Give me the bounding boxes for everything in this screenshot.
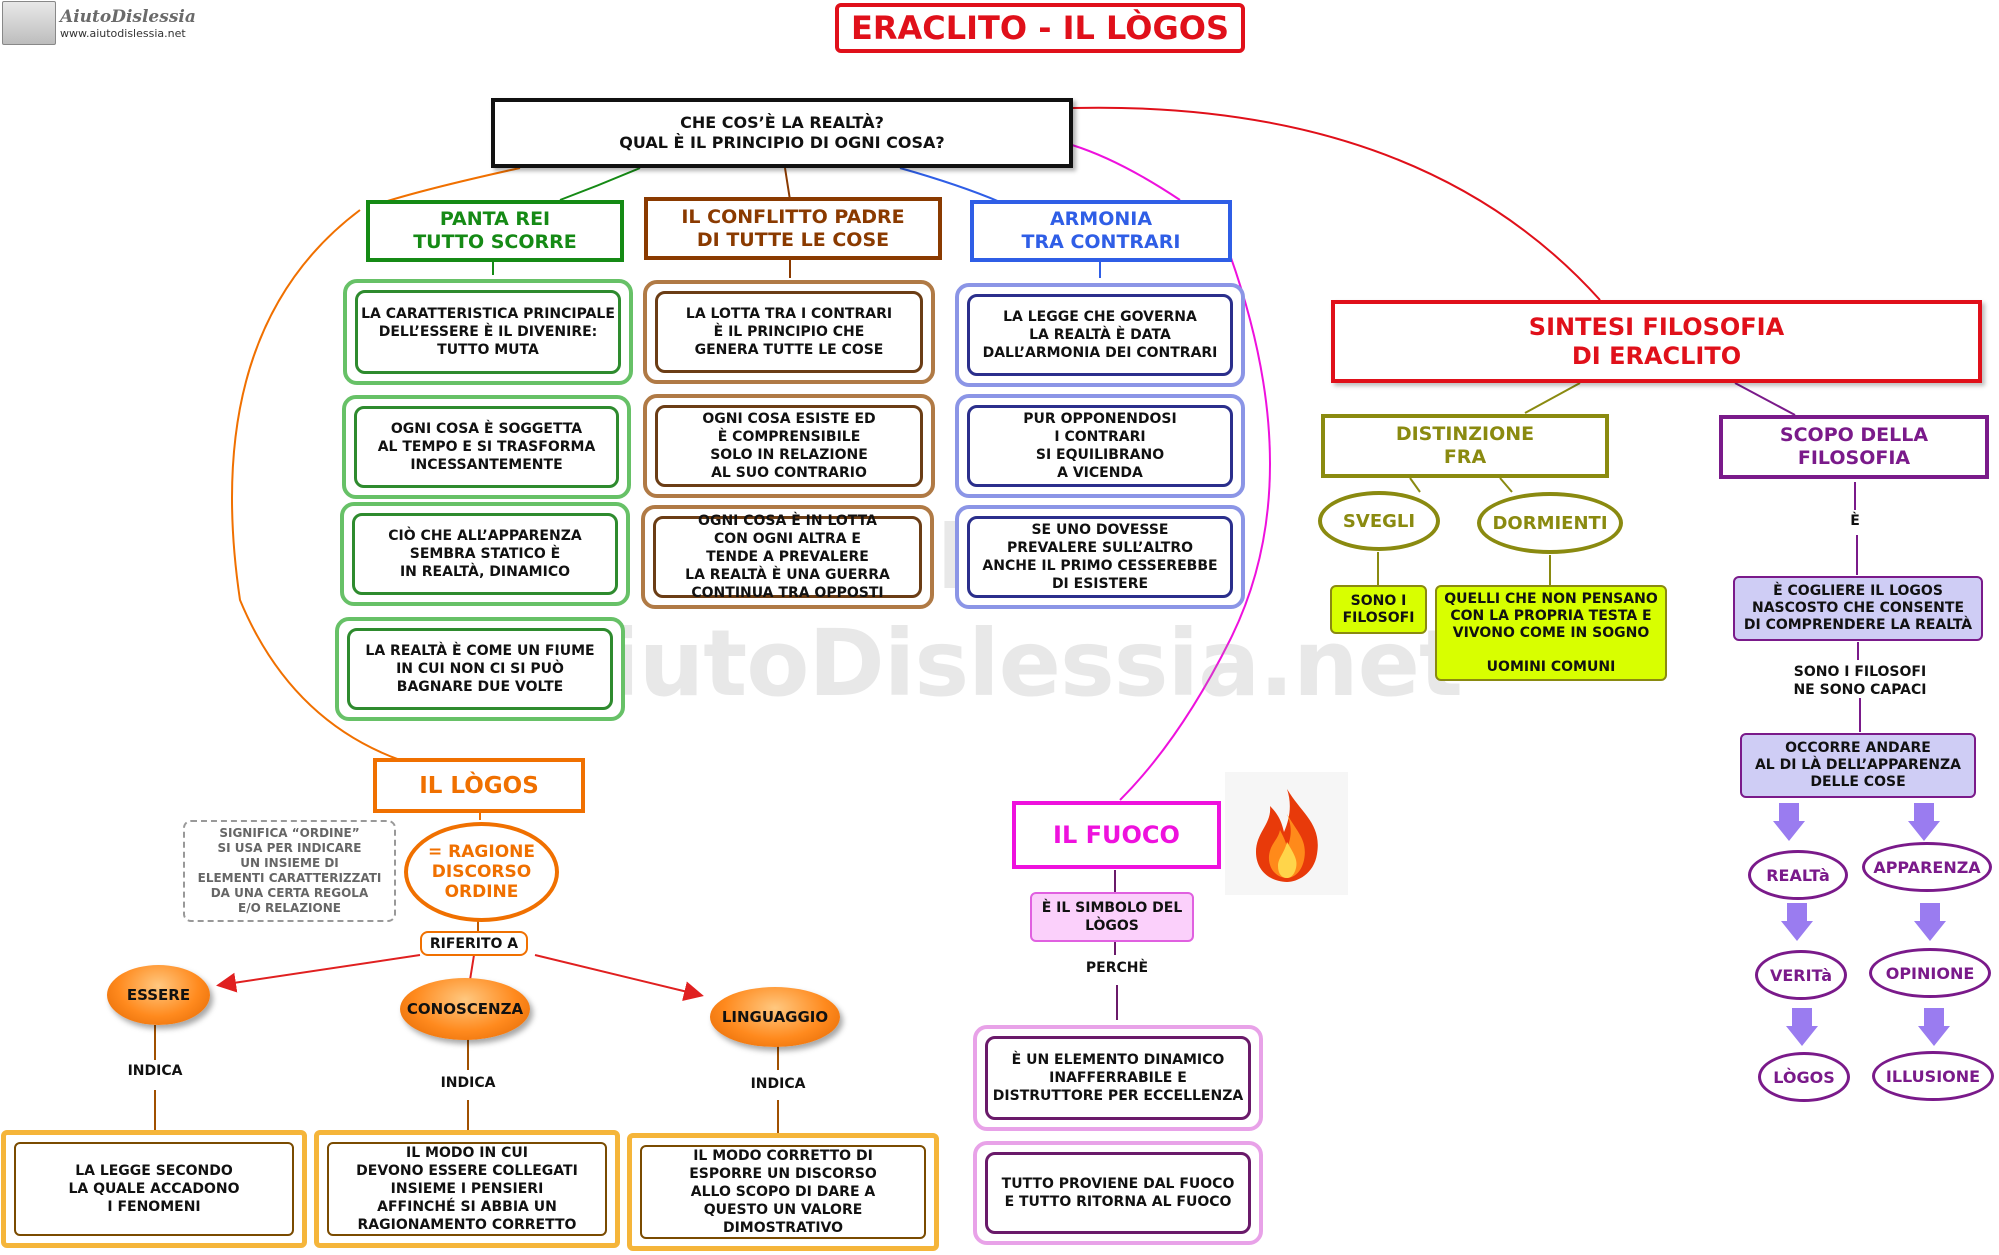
panta-item-4-text: LA REALTÀ È COME UN FIUME IN CUI NON CI … bbox=[365, 643, 595, 695]
oval-conoscenza: CONOSCENZA bbox=[400, 978, 530, 1040]
panta-item-2: OGNI COSA È SOGGETTA AL TEMPO E SI TRASF… bbox=[342, 395, 631, 499]
oval-verita: VERITà bbox=[1755, 950, 1847, 1000]
arrow-down-icon bbox=[1914, 903, 1946, 941]
indica-linguaggio: INDICA bbox=[750, 1076, 806, 1092]
sintesi-title: SINTESI FILOSOFIA DI ERACLITO bbox=[1331, 300, 1982, 383]
logos-title: IL LÒGOS bbox=[373, 758, 585, 813]
logos-note: SIGNIFICA “ORDINE” SI USA PER INDICARE U… bbox=[183, 820, 396, 922]
oval-apparenza: APPARENZA bbox=[1862, 842, 1992, 892]
panta-item-4: LA REALTÀ È COME UN FIUME IN CUI NON CI … bbox=[335, 617, 625, 721]
armonia-item-3-text: SE UNO DOVESSE PREVALERE SULL’ALTRO ANCH… bbox=[982, 522, 1218, 592]
book-icon bbox=[2, 1, 56, 45]
distinzione-box: DISTINZIONE FRA bbox=[1321, 414, 1609, 478]
scopo-box: SCOPO DELLA FILOSOFIA bbox=[1719, 415, 1989, 479]
panta-item-2-text: OGNI COSA È SOGGETTA AL TEMPO E SI TRASF… bbox=[377, 421, 596, 473]
logo-name: AiutoDislessia bbox=[60, 6, 196, 27]
capaci-label: SONO I FILOSOFI NE SONO CAPACI bbox=[1793, 664, 1927, 698]
filosofi-box: SONO I FILOSOFI bbox=[1330, 585, 1427, 634]
conflitto-item-3: OGNI COSA È IN LOTTA CON OGNI ALTRA E TE… bbox=[641, 505, 934, 609]
oval-essere: ESSERE bbox=[107, 965, 210, 1025]
conflitto-item-2-text: OGNI COSA ESISTE ED È COMPRENSIBILE SOLO… bbox=[702, 411, 876, 481]
armonia-item-1-text: LA LEGGE CHE GOVERNA LA REALTÀ È DATA DA… bbox=[982, 309, 1218, 361]
indica-conoscenza: INDICA bbox=[440, 1075, 496, 1091]
fuoco-item-1: È UN ELEMENTO DINAMICO INAFFERRABILE E D… bbox=[973, 1025, 1263, 1131]
panta-item-1: LA CARATTERISTICA PRINCIPALE DELL’ESSERE… bbox=[343, 279, 633, 385]
logo-url: www.aiutodislessia.net bbox=[60, 26, 186, 40]
oval-illusione: ILLUSIONE bbox=[1872, 1051, 1994, 1101]
perche-label: PERCHÈ bbox=[1085, 960, 1149, 976]
header-panta-rei: PANTA REI TUTTO SCORRE bbox=[366, 200, 624, 262]
conflitto-item-2: OGNI COSA ESISTE ED È COMPRENSIBILE SOLO… bbox=[643, 394, 935, 498]
oval-svegli: SVEGLI bbox=[1318, 491, 1440, 551]
logos-meaning: = RAGIONE DISCORSO ORDINE bbox=[404, 822, 559, 922]
occorre-box: OCCORRE ANDARE AL DI LÀ DELL’APPARENZA D… bbox=[1740, 733, 1976, 798]
oval-logos: LÒGOS bbox=[1758, 1052, 1850, 1102]
armonia-item-3: SE UNO DOVESSE PREVALERE SULL’ALTRO ANCH… bbox=[955, 505, 1245, 609]
fire-icon bbox=[1225, 772, 1348, 895]
armonia-item-2: PUR OPPONENDOSI I CONTRARI SI EQUILIBRAN… bbox=[955, 394, 1245, 498]
conoscenza-text: IL MODO IN CUI DEVONO ESSERE COLLEGATI I… bbox=[356, 1145, 578, 1233]
fuoco-symbol: È IL SIMBOLO DEL LÒGOS bbox=[1030, 892, 1194, 942]
arrow-down-icon bbox=[1786, 1008, 1818, 1046]
oval-opinione: OPINIONE bbox=[1869, 948, 1991, 998]
header-armonia: ARMONIA TRA CONTRARI bbox=[970, 200, 1232, 262]
main-question: CHE COS’È LA REALTÀ? QUAL È IL PRINCIPIO… bbox=[491, 98, 1073, 168]
arrow-down-icon bbox=[1908, 803, 1940, 841]
fuoco-item-2: TUTTO PROVIENE DAL FUOCO E TUTTO RITORNA… bbox=[973, 1141, 1263, 1245]
conflitto-item-1: LA LOTTA TRA I CONTRARI È IL PRINCIPIO C… bbox=[643, 280, 935, 384]
conflitto-item-3-text: OGNI COSA È IN LOTTA CON OGNI ALTRA E TE… bbox=[685, 513, 890, 601]
logo[interactable]: AiutoDislessia www.aiutodislessia.net bbox=[0, 0, 210, 46]
oval-realta: REALTà bbox=[1748, 850, 1848, 900]
arrow-down-icon bbox=[1918, 1008, 1950, 1046]
conflitto-item-1-text: LA LOTTA TRA I CONTRARI È IL PRINCIPIO C… bbox=[685, 306, 893, 358]
armonia-item-2-text: PUR OPPONENDOSI I CONTRARI SI EQUILIBRAN… bbox=[1023, 411, 1177, 481]
e-label: È bbox=[1850, 513, 1860, 529]
fuoco-item-1-text: È UN ELEMENTO DINAMICO INAFFERRABILE E D… bbox=[992, 1052, 1244, 1104]
uomini-comuni-box: QUELLI CHE NON PENSANO CON LA PROPRIA TE… bbox=[1435, 585, 1667, 681]
panta-item-3: CIÒ CHE ALL’APPARENZA SEMBRA STATICO È I… bbox=[340, 502, 630, 606]
header-conflitto: IL CONFLITTO PADRE DI TUTTE LE COSE bbox=[644, 197, 942, 260]
armonia-item-1: LA LEGGE CHE GOVERNA LA REALTÀ È DATA DA… bbox=[955, 283, 1245, 387]
indica-essere: INDICA bbox=[127, 1063, 183, 1079]
arrow-down-icon bbox=[1781, 903, 1813, 941]
linguaggio-text-box: IL MODO CORRETTO DI ESPORRE UN DISCORSO … bbox=[627, 1133, 939, 1251]
panta-item-1-text: LA CARATTERISTICA PRINCIPALE DELL’ESSERE… bbox=[361, 306, 615, 358]
essere-text-box: LA LEGGE SECONDO LA QUALE ACCADONO I FEN… bbox=[1, 1130, 307, 1248]
fuoco-title: IL FUOCO bbox=[1012, 801, 1221, 869]
panta-item-3-text: CIÒ CHE ALL’APPARENZA SEMBRA STATICO È I… bbox=[388, 528, 582, 580]
fuoco-item-2-text: TUTTO PROVIENE DAL FUOCO E TUTTO RITORNA… bbox=[1001, 1176, 1235, 1210]
cogliere-box: È COGLIERE IL LOGOS NASCOSTO CHE CONSENT… bbox=[1733, 576, 1983, 641]
page-title: ERACLITO - IL LÒGOS bbox=[835, 3, 1245, 53]
arrow-down-icon bbox=[1773, 803, 1805, 841]
conoscenza-text-box: IL MODO IN CUI DEVONO ESSERE COLLEGATI I… bbox=[314, 1130, 620, 1248]
linguaggio-text: IL MODO CORRETTO DI ESPORRE UN DISCORSO … bbox=[689, 1148, 877, 1236]
oval-linguaggio: LINGUAGGIO bbox=[710, 987, 840, 1047]
riferito-label: RIFERITO A bbox=[420, 931, 528, 956]
oval-dormienti: DORMIENTI bbox=[1477, 492, 1623, 554]
essere-text: LA LEGGE SECONDO LA QUALE ACCADONO I FEN… bbox=[68, 1163, 240, 1215]
